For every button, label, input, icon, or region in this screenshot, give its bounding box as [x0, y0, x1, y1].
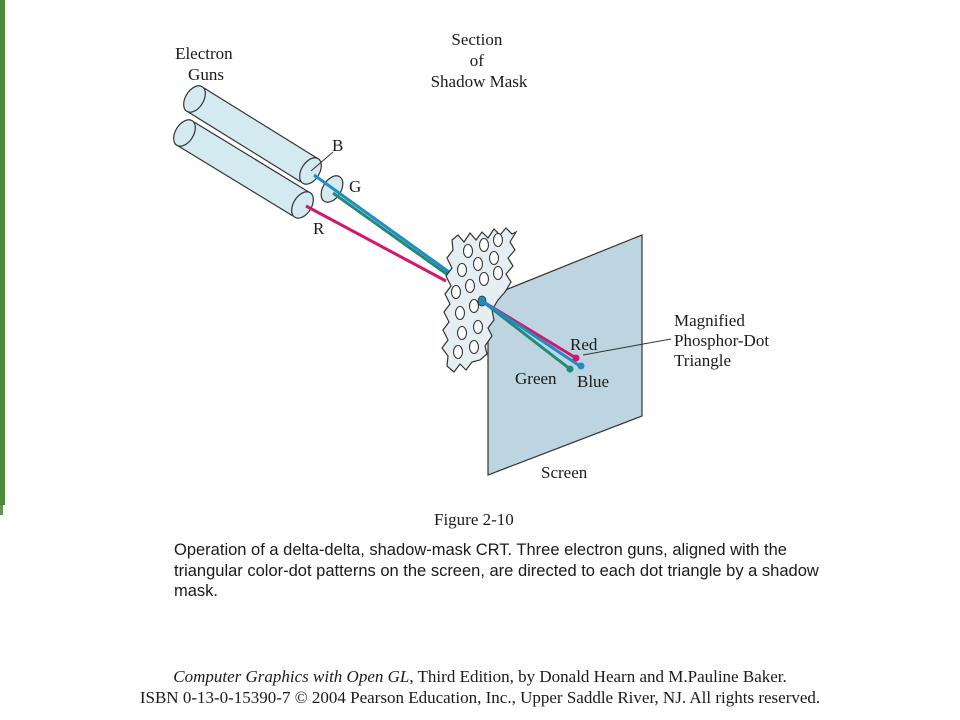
- leader-line-phosphor-triangle: [582, 338, 672, 356]
- beam-red: [305, 204, 447, 283]
- beam-blue: [313, 173, 450, 274]
- figure-caption: Operation of a delta-delta, shadow-mask …: [174, 541, 819, 600]
- label-electron-guns: Electron Guns: [175, 44, 237, 84]
- label-gun-b: B: [332, 136, 343, 155]
- label-dot-green: Green: [515, 369, 557, 388]
- electron-gun-top: [183, 85, 322, 185]
- copyright-line: ISBN 0-13-0-15390-7 © 2004 Pearson Educa…: [139, 688, 821, 707]
- figure-number: Figure 2-10: [434, 510, 514, 529]
- shadow-mask-section: [441, 227, 518, 373]
- book-credit-rest: , Third Edition, by Donald Hearn and M.P…: [409, 667, 787, 686]
- electron-gun-bottom-left: [173, 119, 314, 219]
- book-credit-line: Computer Graphics with Open GL, Third Ed…: [0, 667, 960, 687]
- slide-edge-tick: [0, 505, 3, 515]
- beam-blue-to-screen: [481, 299, 581, 368]
- label-gun-r: R: [313, 219, 325, 238]
- book-title: Computer Graphics with Open GL: [173, 667, 410, 686]
- leader-line-b: [310, 151, 334, 172]
- electron-guns: [173, 85, 344, 219]
- phosphor-dot-blue: [577, 362, 585, 370]
- label-magnified-phosphor-dot-triangle: Magnified Phosphor-Dot Triangle: [674, 311, 773, 370]
- beam-green: [332, 191, 449, 277]
- phosphor-dot-green: [566, 365, 574, 373]
- shadow-mask-crt-diagram: Electron Guns Section of Shadow Mask B G…: [173, 30, 773, 482]
- label-screen: Screen: [541, 463, 588, 482]
- label-shadow-mask-section: Section of Shadow Mask: [431, 30, 528, 91]
- label-dot-red: Red: [570, 335, 598, 354]
- label-dot-blue: Blue: [577, 372, 609, 391]
- slide-edge-bar: [0, 0, 5, 505]
- phosphor-dot-red: [572, 354, 580, 362]
- label-gun-g: G: [349, 177, 361, 196]
